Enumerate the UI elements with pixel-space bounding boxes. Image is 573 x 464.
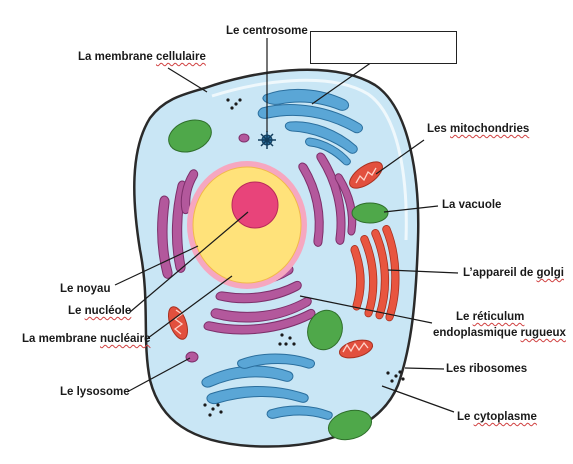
label-nuclear-membrane-word: nucléaire <box>100 333 151 345</box>
vacuole <box>352 203 388 223</box>
label-golgi-word: golgi <box>537 267 564 279</box>
label-reticulum-line1-prefix: Le <box>456 311 473 323</box>
label-reticulum-line2: endoplasmique rugueux <box>433 325 566 341</box>
label-nucleole-prefix: Le <box>68 305 85 317</box>
nucleolus <box>232 182 278 228</box>
small-vesicle <box>239 134 249 142</box>
label-reticulum-line2-word: rugueux <box>521 327 566 339</box>
label-cytoplasm-word: cytoplasme <box>474 411 537 423</box>
label-mitochondria: Les mitochondries <box>427 122 529 136</box>
label-nucleole: Le nucléole <box>68 304 131 318</box>
label-centrosome: Le centrosome <box>226 24 308 38</box>
lysosome <box>186 352 198 362</box>
label-nuclear-membrane-prefix: La membrane <box>22 333 100 345</box>
label-cell-membrane: La membrane cellulaire <box>78 50 206 64</box>
label-ribosomes: Les ribosomes <box>446 362 527 376</box>
label-reticulum-line2-prefix: endoplasmique <box>433 327 521 339</box>
answer-box[interactable] <box>310 31 457 64</box>
label-reticulum-line1-word: réticulum <box>473 311 525 323</box>
label-cell-membrane-word: cellulaire <box>156 51 206 63</box>
label-reticulum: Le réticulum endoplasmique rugueux <box>433 309 566 341</box>
label-golgi-prefix: L’appareil de <box>463 267 537 279</box>
label-cell-membrane-prefix: La membrane <box>78 51 156 63</box>
label-nucleole-word: nucléole <box>85 305 132 317</box>
label-lysosome: Le lysosome <box>60 385 130 399</box>
label-noyau: Le noyau <box>60 282 110 296</box>
label-vacuole: La vacuole <box>442 198 501 212</box>
label-cytoplasm-prefix: Le <box>457 411 474 423</box>
label-cytoplasm: Le cytoplasme <box>457 410 537 424</box>
label-reticulum-line1: Le réticulum <box>433 309 566 325</box>
label-golgi: L’appareil de golgi <box>463 266 564 280</box>
label-nuclear-membrane: La membrane nucléaire <box>22 332 150 346</box>
label-mitochondria-prefix: Les <box>427 123 450 135</box>
label-mitochondria-word: mitochondries <box>450 123 529 135</box>
